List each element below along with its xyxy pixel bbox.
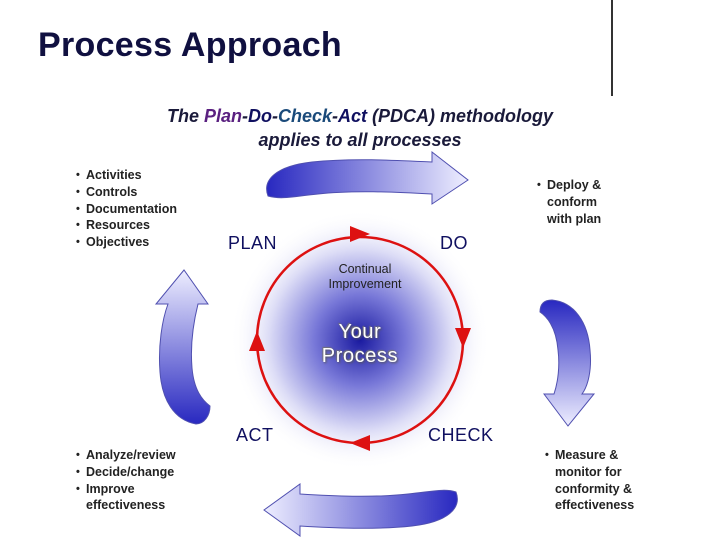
left-cycle-arrow	[154, 269, 211, 425]
right-cycle-arrow	[539, 299, 596, 427]
subtitle-dash-1: -	[241, 106, 248, 126]
continual-improvement-text: Continual Improvement	[305, 262, 425, 292]
act-list-item: effectiveness	[86, 498, 166, 513]
do-inputs-list: Deploy & conform with plan	[537, 177, 601, 227]
subtitle-line-2: applies to all processes	[258, 130, 462, 150]
plan-label: PLAN	[228, 233, 278, 253]
divider-line	[611, 0, 613, 96]
plan-list-item: Activities	[76, 167, 177, 184]
check-list-item: effectiveness	[555, 498, 635, 513]
subtitle-the: The	[166, 106, 204, 126]
do-list-item: Deploy &	[537, 177, 601, 194]
check-list-item: Measure &	[545, 447, 634, 464]
plan-list-item: Resources	[76, 217, 177, 234]
subtitle-dash-2: -	[271, 106, 278, 126]
subtitle-rest: (PDCA) methodology	[367, 106, 554, 126]
page-title: Process Approach	[38, 26, 342, 64]
act-list-item: Analyze/review	[76, 447, 176, 464]
center-glow	[230, 210, 490, 470]
subtitle-dash-3: -	[332, 106, 339, 126]
subtitle-line-1: The Plan-Do-Check-Act (PDCA) methodology	[0, 104, 720, 128]
plan-list-item: Objectives	[76, 234, 177, 251]
act-inputs-list: Analyze/review Decide/change Improve eff…	[76, 447, 176, 514]
ring-arrow-right	[455, 328, 471, 348]
ring-arrow-bottom	[350, 435, 370, 451]
do-list-item: conform	[547, 194, 597, 209]
bottom-cycle-arrow	[263, 483, 458, 537]
plan-list-item: Documentation	[76, 201, 177, 218]
top-cycle-arrow	[266, 150, 469, 205]
subtitle-plan: Plan	[203, 106, 242, 126]
subtitle: The Plan-Do-Check-Act (PDCA) methodology…	[0, 104, 720, 152]
plan-list-item: Controls	[76, 184, 177, 201]
plan-inputs-list: Activities Controls Documentation Resour…	[76, 167, 177, 251]
check-label: CHECK	[428, 425, 494, 445]
check-list-item: monitor for	[555, 464, 622, 479]
process-line-1: Your	[338, 321, 382, 343]
act-list-item: Decide/change	[76, 464, 176, 481]
act-list-item: Improve	[76, 481, 176, 498]
continual-line-1: Continual	[338, 262, 392, 276]
subtitle-do: Do	[247, 106, 272, 126]
check-list-item: conformity &	[555, 481, 633, 496]
your-process-text: Your Process	[300, 320, 420, 368]
do-list-item: with plan	[547, 211, 602, 226]
ring-arrow-top	[350, 226, 370, 242]
process-line-2: Process	[321, 345, 399, 367]
do-label: DO	[440, 233, 468, 253]
check-inputs-list: Measure & monitor for conformity & effec…	[545, 447, 634, 514]
subtitle-check: Check	[277, 106, 333, 126]
subtitle-act: Act	[338, 106, 368, 126]
continual-line-2: Improvement	[328, 277, 402, 291]
ring-arrow-left	[249, 331, 265, 351]
act-label: ACT	[236, 425, 274, 445]
